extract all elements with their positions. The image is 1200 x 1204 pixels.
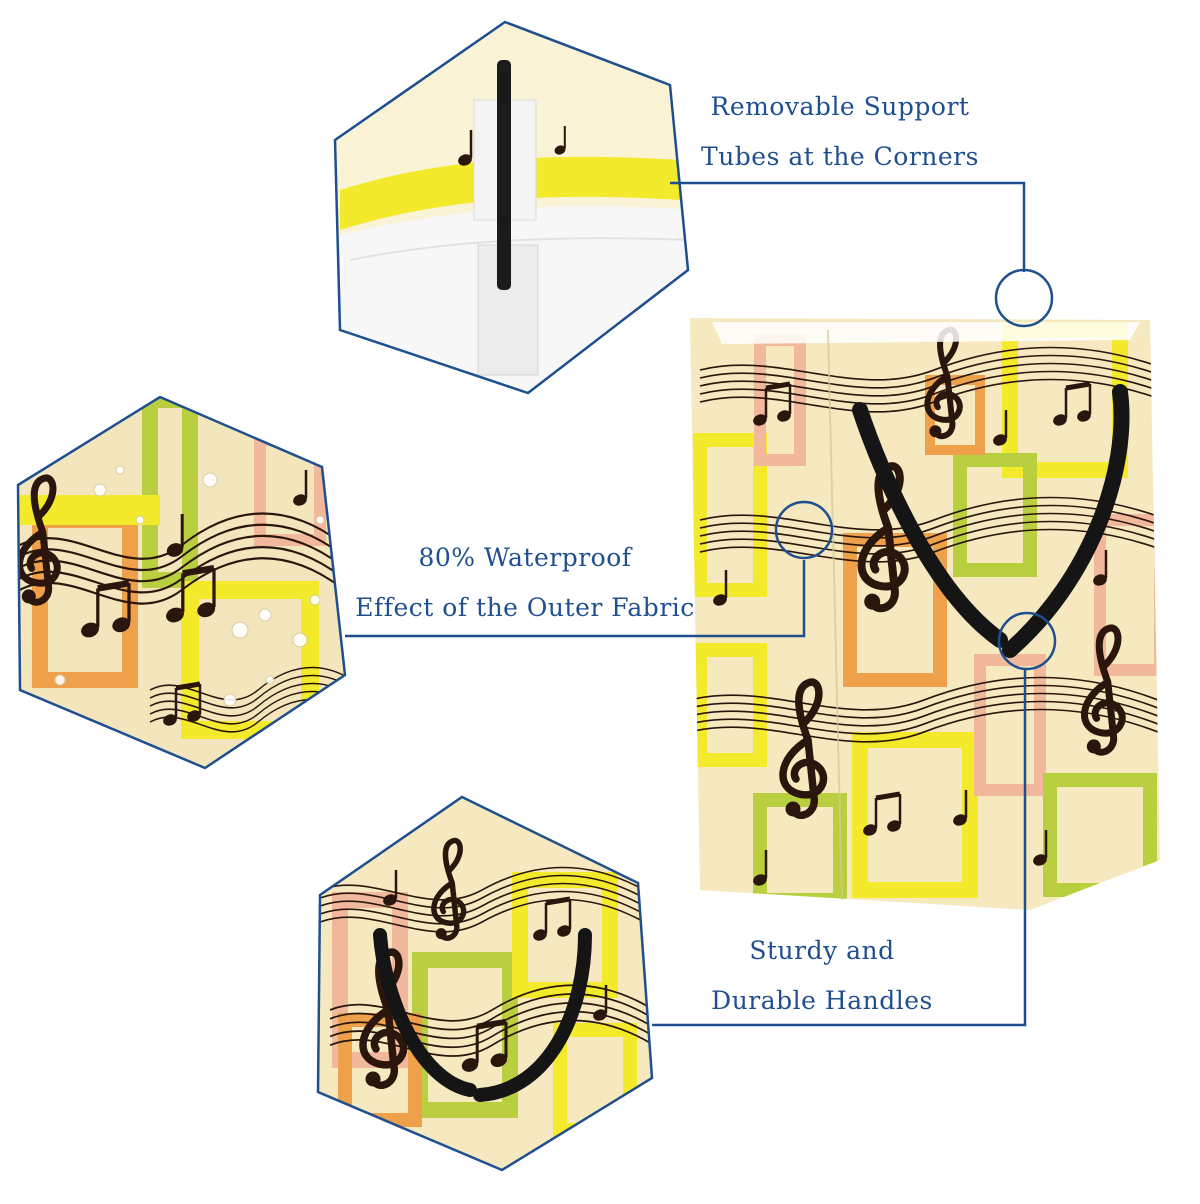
- handle-strap-left: [852, 402, 1008, 648]
- handles-connector: [652, 670, 1027, 1027]
- handles-caption-line2: Durable Handles: [711, 986, 933, 1015]
- waterproof-marker: [774, 500, 834, 560]
- support-tubes-marker: [994, 268, 1054, 328]
- handles-detail-image: [316, 795, 654, 1172]
- support-tube-detail-image: [333, 20, 690, 395]
- handles-caption: Sturdy and Durable Handles: [692, 926, 952, 1026]
- support-tubes-caption-line1: Removable Support: [710, 92, 970, 121]
- waterproof-connector: [345, 560, 806, 638]
- support-tubes-connector: [670, 181, 1026, 272]
- waterproof-detail-image: [16, 395, 347, 770]
- waterproof-caption: 80% Waterproof Effect of the Outer Fabri…: [355, 533, 695, 633]
- waterproof-caption-line1: 80% Waterproof: [418, 543, 632, 572]
- laundry-basket-image: [690, 318, 1160, 910]
- support-tubes-caption-line2: Tubes at the Corners: [701, 142, 979, 171]
- handle-strap-right: [1002, 384, 1130, 658]
- support-tubes-caption: Removable Support Tubes at the Corners: [690, 82, 990, 182]
- handles-caption-line1: Sturdy and: [749, 936, 895, 965]
- callout-connectors: [345, 181, 1057, 1027]
- handles-marker: [997, 611, 1057, 671]
- waterproof-caption-line2: Effect of the Outer Fabric: [355, 593, 695, 622]
